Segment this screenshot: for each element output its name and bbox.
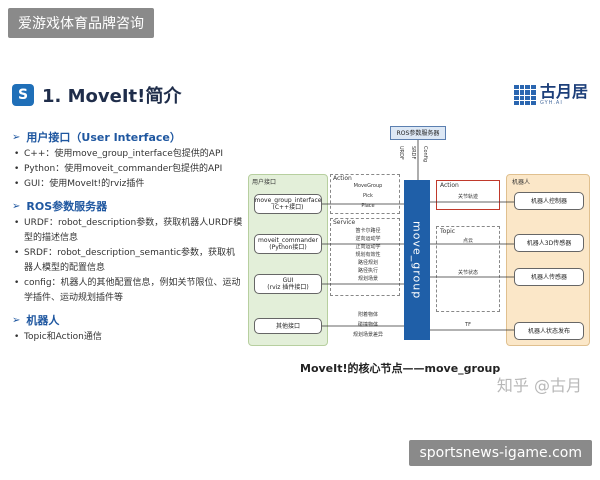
robot-zone-label: 机器人 [512,179,531,186]
diagram-caption: MoveIt!的核心节点——move_group [300,362,501,375]
robot-action-label: Action [440,182,459,189]
moveit-diagram: 用户接口 机器人 ROS参数服务器 URDF SRDF Config move_… [248,122,593,350]
arrow-icon: ➢ [12,201,21,212]
bullet-item: •SRDF：robot_description_semantic参数，获取机器人… [14,248,236,273]
watermark-top: 爱游戏体育品牌咨询 [8,8,154,38]
logo-text: 古月居 [539,82,588,101]
ros-param-server: ROS参数服务器 [390,126,446,140]
service-item: 逆向运动学 [355,236,381,242]
user-box-gui: GUI (rviz 插件接口) [254,274,322,294]
arrow-icon: ➢ [12,315,21,326]
bullet-item: •C++：使用move_group_interface包提供的API [14,149,224,159]
topic-label: Topic [440,228,456,235]
watermark-bottom: sportsnews-igame.com [409,440,592,466]
section-heading: ➢ROS参数服务器 [12,200,108,213]
service-item: 规划场景 [357,276,378,282]
section-heading: ➢用户接口（User Interface） [12,131,181,144]
bullet-item: •Topic和Action通信 [14,332,102,342]
bullet-item: •GUI：使用MoveIt!的rviz插件 [14,179,145,189]
robot-box-controller: 机器人控制器 [514,192,584,210]
title-logo-icon: S [12,84,34,106]
service-item: 规划有效性 [355,252,381,258]
topic-item: 点云 [462,238,473,244]
service-item: 笛卡尔路径 [355,228,381,234]
move-group-node: move_group [404,180,430,340]
logo-grid-icon [513,85,536,105]
arrow-icon: ➢ [12,132,21,143]
bottom-item: 规划场景差异 [352,332,383,338]
section-heading: ➢机器人 [12,314,60,327]
slide-title: S 1. MoveIt!简介 [12,82,181,108]
param-label-srdf: SRDF [410,146,416,160]
topic-item: TF [465,322,471,328]
diagram-arrows [322,140,514,331]
bullet-item: •config：机器人的其他配置信息，例如关节限位、运动学插件、运动规划插件等 [14,278,241,303]
param-label-config: Config [422,146,428,163]
action-item: MoveGroup [353,183,383,189]
service-item: 路径执行 [357,268,378,274]
bottom-item: 碰撞物体 [357,322,378,328]
service-item: 路径规划 [357,260,378,266]
brand-logo: 古月居 GYH.AI [513,82,588,106]
bullet-item: •Python：使用moveit_commander包提供的API [14,164,223,174]
param-label-urdf: URDF [398,146,404,160]
bullet-item: •URDF：robot_description参数，获取机器人URDF模型的描述… [14,218,243,243]
user-box-python: moveit_commander (Python接口) [254,234,322,254]
robot-box-state-publisher: 机器人状态发布 [514,322,584,340]
bottom-item: 附着物体 [357,312,378,318]
service-label: Service [333,219,356,226]
user-zone-label: 用户接口 [252,179,277,186]
title-text: 1. MoveIt!简介 [42,86,182,107]
bullet-content: ➢用户接口（User Interface） •C++：使用move_group_… [12,128,244,345]
robot-box-sensor: 机器人传感器 [514,268,584,286]
user-box-cpp: move_group_interface (C++接口) [254,194,322,214]
logo-sub: GYH.AI [539,100,563,106]
credit-watermark: 知乎 @古月 [496,376,582,395]
action-item: Place [361,203,375,209]
action-label: Action [333,175,352,182]
robot-action-item: 关节轨迹 [457,194,478,200]
user-box-other: 其他接口 [254,318,322,334]
robot-box-3d-sensor: 机器人3D传感器 [514,234,584,252]
action-item: Pick [363,193,373,199]
service-item: 正向运动学 [355,244,381,250]
topic-item: 关节状态 [457,270,478,276]
